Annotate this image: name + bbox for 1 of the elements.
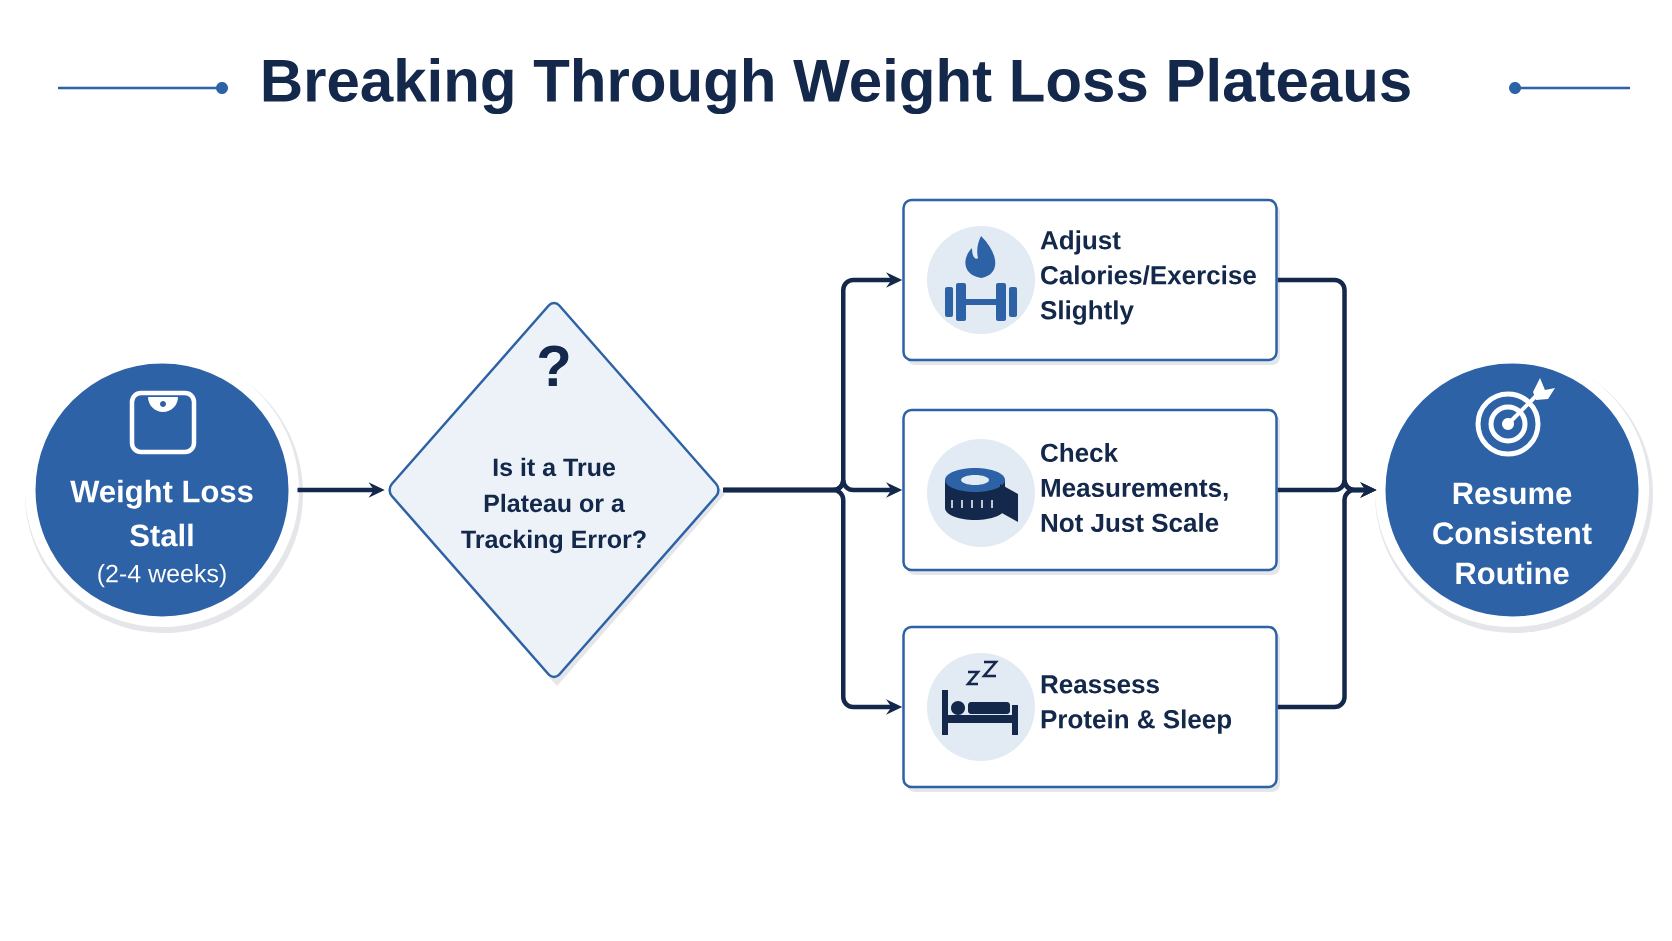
title: Breaking Through Weight Loss Plateaus [263, 57, 1410, 115]
